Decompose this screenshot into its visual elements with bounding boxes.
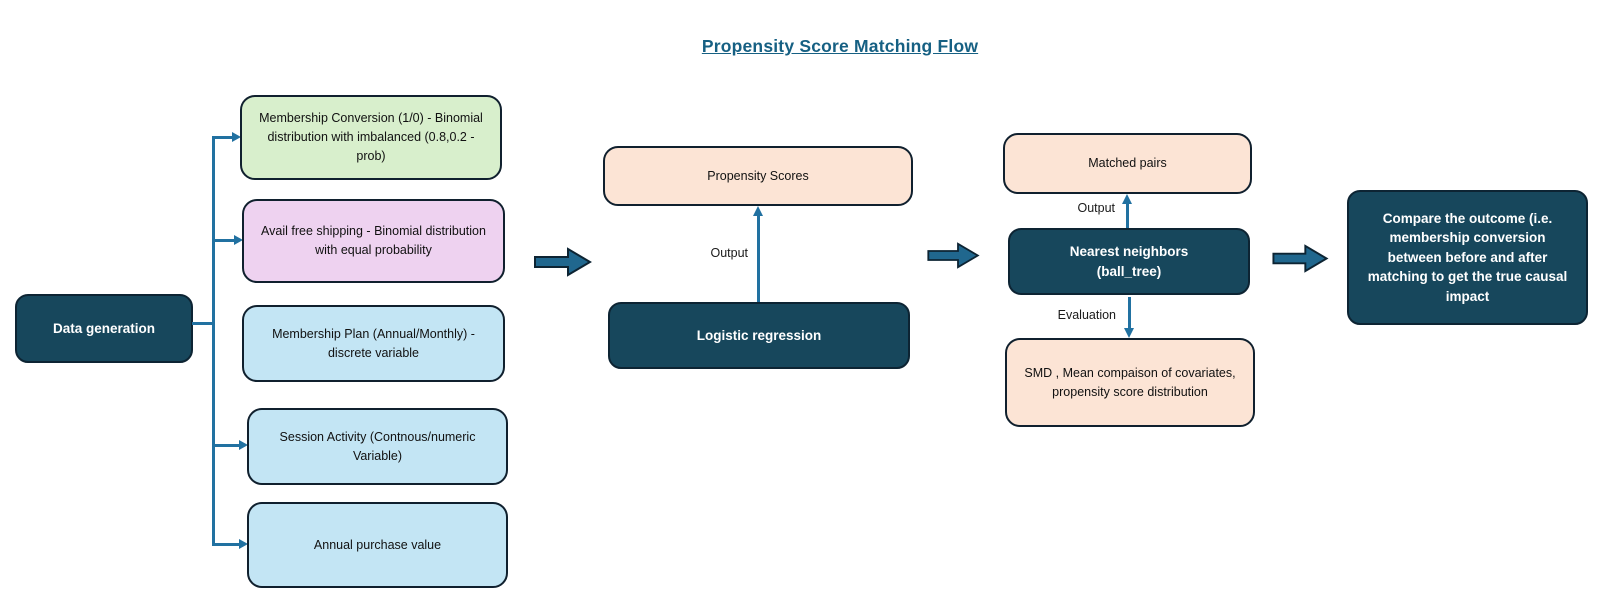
arrowhead-branch-5 (239, 539, 248, 549)
node-session-activity: Session Activity (Contnous/numeric Varia… (247, 408, 508, 485)
nearest-neighbors-line2: (ball_tree) (1096, 263, 1162, 279)
node-compare-outcome: Compare the outcome (i.e. membership con… (1347, 190, 1588, 325)
node-nearest-neighbors: Nearest neighbors (ball_tree) (1008, 228, 1250, 295)
diagram-title: Propensity Score Matching Flow (701, 36, 979, 56)
connector-branch-5 (212, 543, 240, 546)
node-membership-plan: Membership Plan (Annual/Monthly) - discr… (242, 305, 505, 382)
arrowhead-nn-to-smd (1124, 328, 1134, 338)
edge-label-output-stage3: Output (1077, 201, 1115, 215)
flow-block-arrow-2 (927, 242, 980, 269)
node-membership-conversion: Membership Conversion (1/0) - Binomial d… (240, 95, 502, 180)
node-smd-evaluation: SMD , Mean compaison of covariates, prop… (1005, 338, 1255, 427)
connector-nn-to-pairs (1126, 203, 1129, 228)
flow-block-arrow-1 (534, 247, 592, 277)
nearest-neighbors-line1: Nearest neighbors (1069, 243, 1189, 259)
connector-branch-4 (212, 444, 240, 447)
connector-branch-2 (212, 239, 235, 242)
arrowhead-nn-to-pairs (1122, 194, 1132, 204)
flow-block-arrow-3 (1272, 244, 1329, 273)
edge-label-evaluation: Evaluation (1057, 308, 1116, 322)
node-logistic-regression: Logistic regression (608, 302, 910, 369)
connector-source-trunk (192, 322, 214, 325)
edge-label-output-stage2: Output (710, 246, 748, 260)
node-annual-purchase-value: Annual purchase value (247, 502, 508, 588)
arrowhead-branch-1 (232, 132, 241, 142)
connector-nn-to-smd (1128, 297, 1131, 328)
arrowhead-branch-4 (239, 440, 248, 450)
arrowhead-logistic-to-scores (753, 206, 763, 216)
connector-trunk (212, 136, 215, 546)
arrowhead-branch-2 (234, 235, 243, 245)
node-data-generation: Data generation (15, 294, 193, 363)
node-propensity-scores: Propensity Scores (603, 146, 913, 206)
node-matched-pairs: Matched pairs (1003, 133, 1252, 194)
node-avail-free-shipping: Avail free shipping - Binomial distribut… (242, 199, 505, 283)
connector-logistic-to-scores (757, 215, 760, 302)
connector-branch-1 (212, 136, 233, 139)
